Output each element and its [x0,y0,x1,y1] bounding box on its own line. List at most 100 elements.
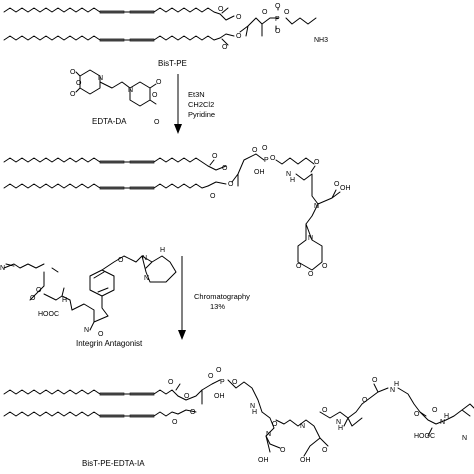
atom-h: H [444,413,449,420]
product-structure [3,379,474,457]
atom-o: O [252,147,258,154]
atom-o: O [154,119,160,126]
atom-o: O [275,28,281,35]
atom-o: O [372,377,378,384]
atom-o: O [184,393,190,400]
atom-n: N [440,419,445,426]
step1-conditions: Et3N CH2Cl2 Pyridine [188,90,215,119]
atom-o: O [222,44,228,51]
atom-n: N [0,265,5,272]
atom-n: N [286,171,291,178]
atom-o: O [222,165,228,172]
atom-o: O [322,263,328,270]
atom-o: O [210,193,216,200]
atom-o: O [168,379,174,386]
atom-oh: OH [258,457,269,464]
atom-n: N [128,87,133,94]
bist-pe-atoms: O O O O O P O O O NH3 [218,3,328,51]
atom-oh: OH [340,185,351,192]
atom-n: N [314,203,319,210]
atom-o: O [314,159,320,166]
atom-o: O [262,145,268,152]
atom-o: O [284,9,290,16]
atom-o: O [308,271,314,278]
atom-p: P [264,157,269,164]
atom-oh: OH [254,169,265,176]
atom-n: N [308,235,313,242]
reaction-arrow-2 [178,256,186,340]
compound-label-bist-pe: BisT-PE [158,59,187,68]
atom-o: O [76,80,82,87]
atom-o: O [216,367,222,374]
atom-hooc: HOOC [414,433,435,440]
atom-o: O [70,69,76,76]
edta-da-atoms: O O O N N O O O [70,69,162,126]
atom-o: O [98,331,104,338]
atom-h: H [394,381,399,388]
atom-nh3: NH3 [314,37,328,44]
atom-o: O [322,447,328,454]
reagent-pyridine: Pyridine [188,110,215,119]
atom-o: O [118,257,124,264]
atom-o: O [362,397,368,404]
atom-oh: OH [300,457,311,464]
atom-o: O [152,92,158,99]
method-chromatography: Chromatography [194,292,250,301]
atom-o: O [232,379,238,386]
atom-p: P [220,379,225,386]
atom-oh: OH [214,393,225,400]
atom-o: O [208,373,214,380]
atom-s: O [36,287,42,294]
atom-o: O [236,14,242,21]
atom-h: H [290,177,295,184]
atom-o: O [432,407,438,414]
atom-o: O [280,447,286,454]
atom-n: N [336,419,341,426]
atom-n: N [266,431,271,438]
compound-label-integrin: Integrin Antagonist [76,339,143,348]
atom-n: N [462,435,467,442]
atom-o: O [275,3,281,10]
reaction-arrow-1 [174,74,182,134]
compound-label-edta-da: EDTA-DA [92,117,127,126]
atom-n: N [142,255,147,262]
atom-n: N [98,75,103,82]
atom-p: P [275,16,280,23]
integrin-antagonist-structure [3,255,177,331]
atom-o: O [334,181,340,188]
atom-hooc: HOOC [38,311,59,318]
yield-percent: 13% [210,302,225,311]
atom-h: H [338,425,343,432]
atom-o: O [218,6,224,13]
atom-o: O [322,407,328,414]
compound-label-product: BisT-PE-EDTA-IA [82,459,145,468]
product-atoms: O O O O O P O OH O N H O N OH O N OH O O… [168,367,467,464]
atom-h: H [252,409,257,416]
reagent-ch2cl2: CH2Cl2 [188,100,214,109]
reagent-et3n: Et3N [188,90,205,99]
atom-o: O [70,91,76,98]
atom-o: O [228,181,234,188]
intermediate-atoms: O O O O O P O OH O N H O N OH O N O O O [210,145,351,278]
atom-n: N [144,275,149,282]
intermediate-structure [3,153,341,271]
atom-n: N [390,387,395,394]
bist-pe-structure [3,7,317,46]
atom-o: O [30,295,36,302]
atom-o: O [190,409,196,416]
atom-o: O [414,411,420,418]
atom-o: O [272,421,278,428]
atom-n: N [300,423,305,430]
atom-o: O [156,79,162,86]
atom-n: N [250,403,255,410]
atom-o: O [172,419,178,426]
atom-o: O [270,155,276,162]
atom-h: H [160,247,165,254]
atom-o: O [262,9,268,16]
integrin-atoms: N O O H HOOC N O O N N H [0,247,165,338]
atom-o: O [212,153,218,160]
atom-h: H [62,297,67,304]
step2-conditions: Chromatography 13% [194,292,250,311]
edta-da-structure [75,69,157,107]
